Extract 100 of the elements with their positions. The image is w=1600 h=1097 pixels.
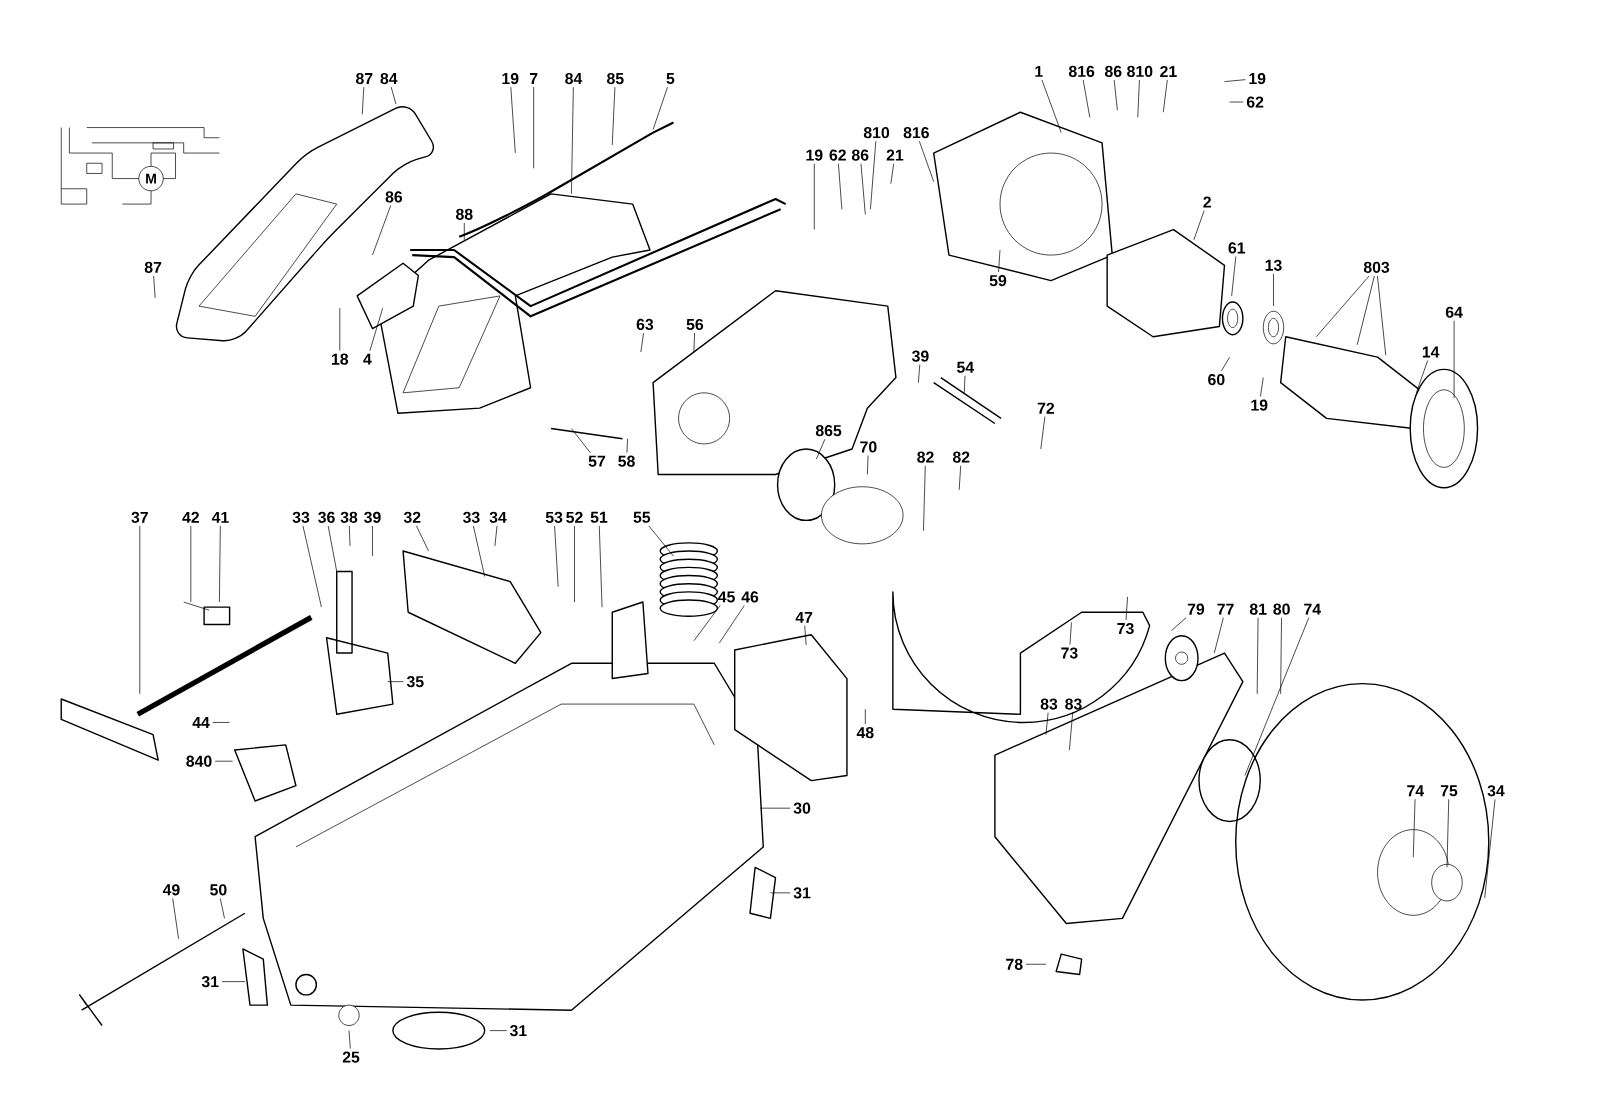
callout-number: 84 — [565, 73, 583, 85]
leader-line — [1231, 256, 1237, 297]
leader-line — [816, 438, 826, 460]
leader-line — [219, 898, 225, 919]
callout-number: 84 — [380, 73, 398, 85]
leader-line — [923, 465, 926, 531]
callout-number: 60 — [1208, 374, 1225, 386]
leader-line — [1446, 799, 1450, 868]
callout-number: 865 — [815, 425, 842, 437]
leader-line — [1162, 79, 1168, 113]
leader-line — [372, 525, 373, 557]
leader-line — [571, 428, 591, 454]
callout-number: 52 — [566, 511, 583, 523]
callout-number: 70 — [860, 441, 877, 453]
leader-line — [1069, 712, 1074, 751]
leader-line — [221, 981, 246, 982]
leader-line — [1193, 210, 1205, 241]
leader-line — [1171, 617, 1187, 631]
leader-line — [1453, 320, 1455, 399]
callout-number: 50 — [210, 884, 227, 896]
leader-line — [1273, 273, 1274, 307]
callout-number: 19 — [502, 73, 519, 85]
callout-number: 49 — [162, 884, 180, 896]
callout-number: 45 — [718, 591, 735, 603]
callout-number: 33 — [292, 511, 310, 523]
callout-number: 86 — [1104, 65, 1122, 78]
leader-line — [611, 86, 616, 146]
leader-line — [390, 86, 397, 105]
callout-number: 840 — [186, 755, 212, 767]
callout-number: 39 — [364, 511, 381, 523]
leader-line — [372, 205, 392, 256]
callout-number: 19 — [806, 149, 823, 161]
leader-line — [348, 1030, 351, 1049]
callout-number: 55 — [633, 511, 651, 523]
callout-number: 58 — [618, 455, 635, 467]
leader-line — [369, 307, 384, 352]
leader-line — [813, 163, 815, 230]
callout-number: 87 — [356, 73, 373, 85]
leader-line — [361, 86, 365, 115]
callout-number: 62 — [829, 149, 846, 161]
callout-number: 41 — [211, 511, 229, 523]
leader-line — [153, 275, 156, 299]
leader-line — [574, 525, 575, 603]
callout-number: 31 — [201, 976, 219, 988]
leader-line — [1224, 79, 1246, 82]
leader-line — [963, 375, 966, 394]
callout-number: 73 — [1061, 647, 1078, 659]
leader-line — [1484, 799, 1496, 899]
callout-number: 87 — [144, 261, 162, 273]
callout-number: 51 — [590, 511, 608, 523]
leader-line — [139, 525, 141, 695]
callout-number: 88 — [456, 208, 473, 220]
leader-line — [1069, 622, 1072, 645]
callout-number: 1 — [1035, 66, 1043, 77]
callout-number: 19 — [1251, 399, 1268, 411]
callout-number: 21 — [1160, 65, 1177, 77]
leader-line — [1221, 356, 1230, 372]
leader-line — [1041, 79, 1062, 134]
leader-line — [918, 364, 921, 384]
leader-line — [172, 898, 179, 940]
callout-number: 5 — [666, 73, 675, 85]
callout-number: 86 — [851, 149, 869, 161]
leader-line — [1040, 416, 1046, 450]
leader-line — [339, 307, 341, 351]
leader-line — [416, 525, 429, 552]
leader-line — [1125, 596, 1128, 621]
leader-line — [1025, 963, 1047, 965]
leader-line — [387, 681, 404, 682]
leader-line — [1316, 275, 1370, 338]
callout-number: 74 — [1304, 603, 1321, 615]
callout-number: 37 — [131, 511, 148, 523]
leader-line — [1213, 617, 1224, 654]
leader-line — [1260, 377, 1264, 397]
callout-number: 64 — [1445, 306, 1463, 318]
callout-number: 81 — [1249, 603, 1267, 615]
callout-number: 18 — [332, 353, 349, 365]
callout-number: 57 — [588, 455, 606, 467]
leader-line — [463, 222, 465, 241]
leader-line — [327, 525, 338, 572]
leader-line — [998, 249, 1001, 273]
callout-number: 810 — [1127, 65, 1153, 78]
callout-number: 2 — [1203, 196, 1211, 208]
callout-number: 54 — [957, 361, 975, 373]
callout-number: 75 — [1440, 785, 1458, 797]
callout-number: 25 — [342, 1051, 360, 1063]
leader-line — [1082, 79, 1091, 118]
callout-number: 56 — [686, 318, 704, 331]
callout-number: 82 — [917, 451, 934, 463]
callout-number: 83 — [1040, 698, 1058, 710]
callout-number: 30 — [793, 802, 811, 814]
leader-line — [302, 525, 322, 608]
callout-number: 78 — [1006, 958, 1023, 970]
callout-number: 47 — [795, 611, 813, 623]
leader-line — [533, 86, 535, 169]
leader-line — [838, 163, 843, 210]
callout-number: 74 — [1407, 785, 1425, 797]
leader-line — [571, 86, 574, 195]
leader-line — [1045, 712, 1049, 736]
callout-number: 21 — [886, 149, 904, 161]
leader-line — [1256, 617, 1259, 695]
